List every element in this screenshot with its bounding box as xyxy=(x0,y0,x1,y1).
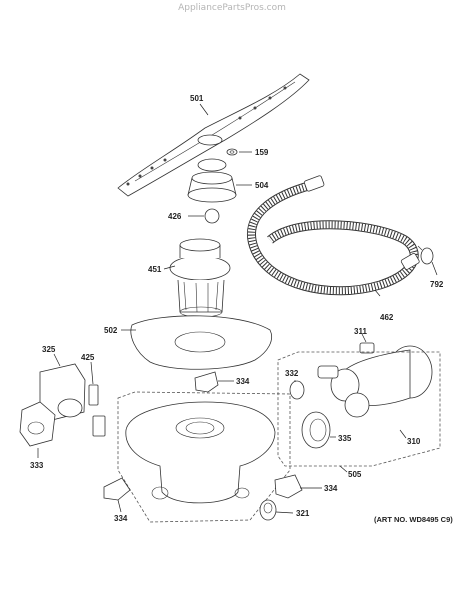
part-325-circulation-pump[interactable] xyxy=(39,363,86,421)
part-451-filter-assembly[interactable] xyxy=(169,238,231,318)
callout-311: 311 xyxy=(354,327,367,336)
part-505-group-outline xyxy=(277,351,441,467)
part-502-filter-plate[interactable] xyxy=(130,315,272,370)
callout-501: 501 xyxy=(190,94,204,103)
part-425-sensor[interactable] xyxy=(88,384,106,437)
callout-502: 502 xyxy=(104,326,118,335)
part-462-drain-hose[interactable] xyxy=(247,175,420,296)
leader-lines xyxy=(37,103,438,514)
part-792-clamp[interactable] xyxy=(417,245,434,265)
callout-310: 310 xyxy=(407,437,421,446)
callout-335: 335 xyxy=(338,434,352,443)
callout-425: 425 xyxy=(81,353,95,362)
part-334-clip-top[interactable] xyxy=(194,371,219,393)
sump-assembly[interactable] xyxy=(117,391,291,523)
callout-426: 426 xyxy=(168,212,182,221)
callout-321: 321 xyxy=(296,509,310,518)
part-310-pump-assembly[interactable] xyxy=(317,345,433,418)
callout-334-left: 334 xyxy=(114,514,128,523)
part-334-clip-left[interactable] xyxy=(103,477,131,501)
callout-334-right: 334 xyxy=(324,484,338,493)
part-321-check-valve[interactable] xyxy=(259,499,277,521)
part-426-ball[interactable] xyxy=(204,208,220,224)
part-504-hub-assembly[interactable] xyxy=(187,158,237,203)
callout-333: 333 xyxy=(30,461,44,470)
art-number: (ART NO. WD8495 C9) xyxy=(374,515,453,524)
part-332-clamp[interactable] xyxy=(289,380,305,400)
part-335-seal[interactable] xyxy=(301,411,331,449)
callout-325: 325 xyxy=(42,345,56,354)
callout-792: 792 xyxy=(430,280,444,289)
callout-332: 332 xyxy=(285,369,299,378)
callout-451: 451 xyxy=(148,265,162,274)
callout-504: 504 xyxy=(255,181,269,190)
part-333-diverter[interactable] xyxy=(19,401,56,447)
callout-334-top: 334 xyxy=(236,377,250,386)
part-159-washer[interactable] xyxy=(226,148,238,156)
callout-462: 462 xyxy=(380,313,394,322)
part-311-gasket[interactable] xyxy=(359,342,375,354)
callout-505: 505 xyxy=(348,470,362,479)
part-501-spray-arm[interactable] xyxy=(117,73,310,197)
watermark: AppliancePartsPros.com xyxy=(178,3,286,13)
callout-159: 159 xyxy=(255,148,269,157)
part-334-clip-right[interactable] xyxy=(274,474,303,499)
